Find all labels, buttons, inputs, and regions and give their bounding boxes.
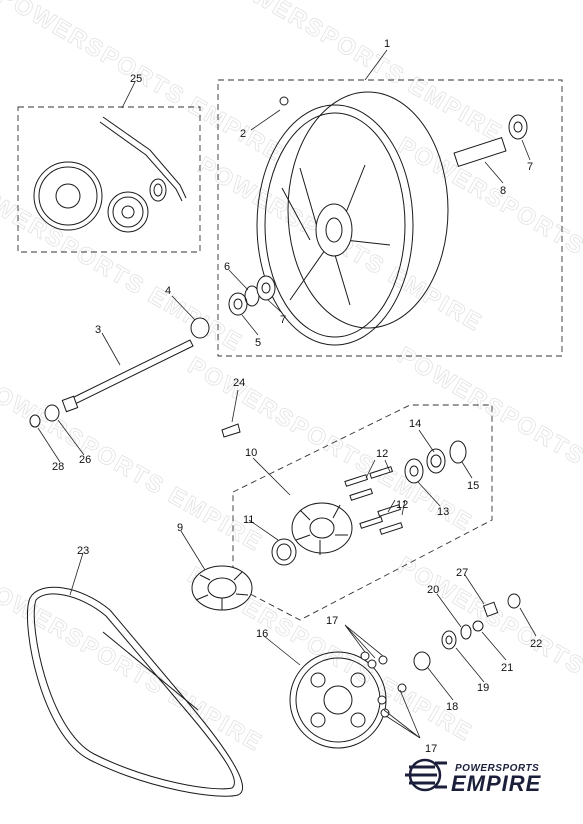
spacer [453,136,507,168]
brand-logo-top-text: POWERSPORTS [455,763,540,774]
nut-plate [482,601,499,617]
wheel-bearing-left [256,275,276,301]
group-box-wheel [217,79,563,357]
watermark: POWERSPORTS EMPIRE POWERSPORTS EMPIRE PO… [0,0,583,758]
callout-14: 14 [409,418,421,430]
callout-16: 16 [256,628,268,640]
rear-wheel [256,91,528,346]
callout-11: 11 [243,514,254,526]
chain-adjuster [221,423,241,438]
axle-washer [44,404,60,422]
svg-text:POWERSPORTS EMPIRE: POWERSPORTS EMPIRE [0,0,287,167]
group-box-drive-kit [17,106,201,253]
callout-22: 22 [530,638,542,650]
carrier-seal [271,538,297,566]
callout-2: 2 [240,128,246,140]
rear-axle [67,339,194,407]
callout-24: 24 [233,377,245,389]
axle-cap [29,414,41,428]
callout-20: 20 [427,584,439,596]
callout-3: 3 [95,324,101,336]
callout-6: 6 [224,261,230,273]
callout-26: 26 [79,454,91,466]
wheel-bearing-right [508,114,528,140]
carrier-bearing [404,458,424,484]
drive-kit-chain [102,116,187,199]
callout-8: 8 [500,185,506,197]
callout-17-top: 17 [326,615,338,627]
callout-28: 28 [52,461,64,473]
callout-10: 10 [245,447,257,459]
sprocket-carrier [291,502,353,555]
drive-kit-assembly [33,116,187,233]
callout-15: 15 [467,480,479,492]
drive-kit-rear-sprocket [33,161,103,231]
callout-7-right: 7 [527,161,533,173]
seal [228,292,248,316]
callout-5: 5 [255,337,261,349]
callouts: 1 2 3 4 5 6 7 7 8 9 10 11 12 12 13 14 15… [52,38,542,755]
drive-chain [27,586,244,797]
valve [279,96,289,106]
callout-12-bottom: 12 [396,499,408,511]
carrier-spacer [426,448,446,474]
callout-12-top: 12 [376,448,388,460]
wheel-hub [315,203,353,257]
callout-25: 25 [130,73,142,85]
group-box-hub [232,404,493,621]
drive-kit-washer [149,178,167,202]
washer-a [441,630,457,650]
cush-drive-rubbers [191,565,253,611]
carrier-circlip [449,440,467,464]
callout-27: 27 [456,567,468,579]
callout-18: 18 [446,701,458,713]
axle-nut [61,395,79,413]
callout-21: 21 [501,662,513,674]
brand-logo-mark-icon [405,758,447,792]
callout-23: 23 [77,545,89,557]
callout-1: 1 [384,38,390,50]
callout-17-bottom: 17 [425,743,437,755]
washer-b [460,624,472,640]
carrier-studs [344,466,404,535]
bolt [507,593,521,609]
leader-lines [37,49,537,739]
brand-logo: POWERSPORTS EMPIRE [405,755,565,796]
svg-text:POWERSPORTS EMPIRE: POWERSPORTS EMPIRE [213,0,507,147]
brand-logo-main-text: EMPIRE [451,771,542,796]
callout-4: 4 [165,285,171,297]
nut [472,620,484,632]
sprocket-bolt-spacer [413,651,431,671]
axle-spacer [190,317,210,339]
callout-13: 13 [437,506,449,518]
callout-19: 19 [477,682,489,694]
drive-kit-front-sprocket [107,191,149,233]
svg-text:POWERSPORTS EMPIRE: POWERSPORTS EMPIRE [0,172,247,357]
sprocket-nuts [360,651,407,718]
callout-7-left: 7 [280,314,286,326]
callout-9: 9 [177,522,183,534]
